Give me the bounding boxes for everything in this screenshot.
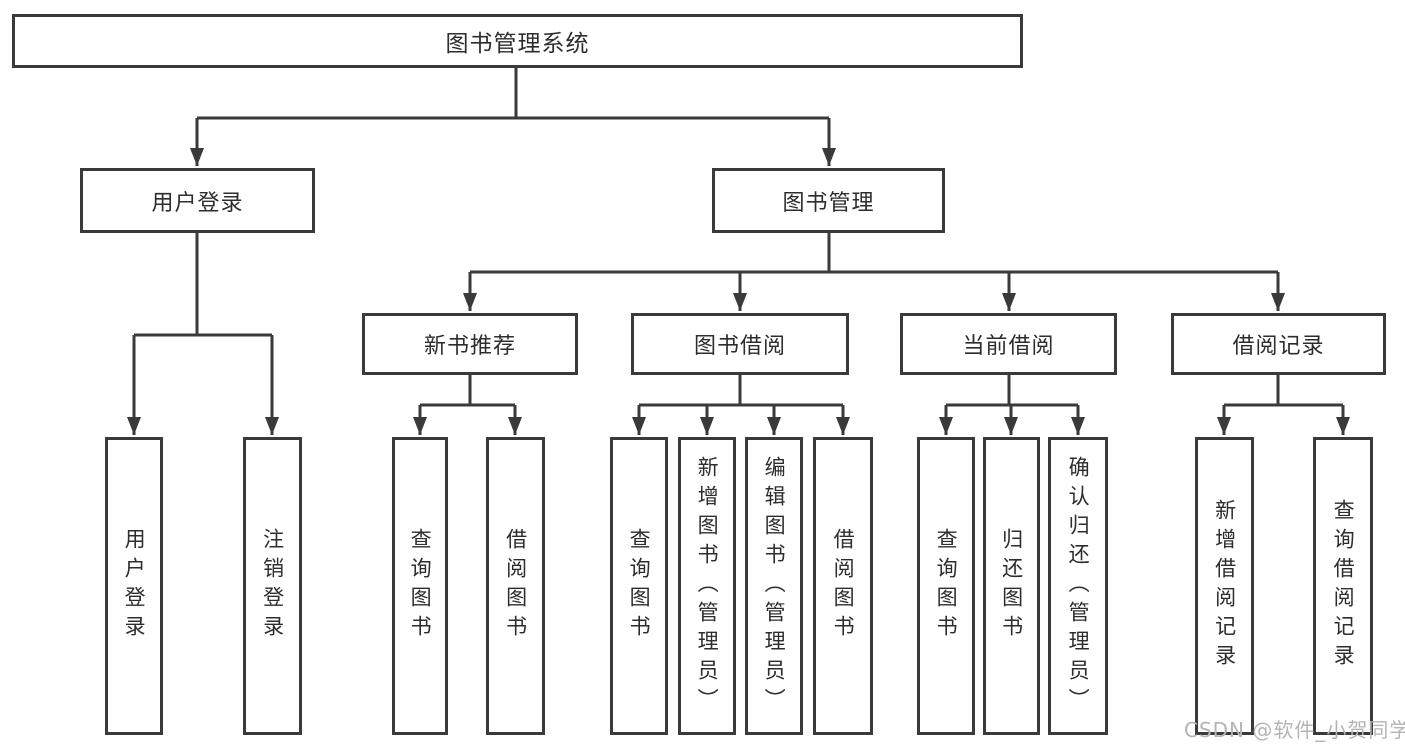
leaf-query-books-recommend: 查询图书	[392, 437, 448, 735]
node-user-login: 用户登录	[80, 168, 315, 233]
leaf-borrow-books-recommend-label: 借阅图书	[503, 528, 528, 644]
leaf-logout-label: 注销登录	[260, 528, 285, 644]
leaf-edit-book-admin-label: 编辑图书（管理员）	[762, 455, 787, 717]
leaf-query-borrow-record: 查询借阅记录	[1313, 437, 1373, 735]
leaf-confirm-return-admin-label: 确认归还（管理员）	[1066, 455, 1091, 717]
leaf-user-login-label: 用户登录	[122, 528, 147, 644]
node-current-borrowing-label: 当前借阅	[962, 334, 1055, 359]
leaf-query-borrow-record-label: 查询借阅记录	[1331, 499, 1356, 673]
node-new-book-recommend: 新书推荐	[362, 313, 578, 375]
leaf-borrow-books-borrowing: 借阅图书	[813, 437, 873, 735]
node-book-borrowing: 图书借阅	[631, 313, 849, 375]
node-book-management: 图书管理	[712, 168, 945, 233]
leaf-borrow-books-recommend: 借阅图书	[486, 437, 545, 735]
node-borrow-records-label: 借阅记录	[1232, 334, 1325, 359]
node-book-borrowing-label: 图书借阅	[693, 334, 786, 359]
node-user-login-label: 用户登录	[151, 190, 244, 216]
leaf-borrow-books-borrowing-label: 借阅图书	[831, 528, 856, 644]
node-new-book-recommend-label: 新书推荐	[423, 334, 516, 359]
watermark: CSDN @软件_小贺同学	[1184, 718, 1405, 742]
leaf-add-borrow-record-label: 新增借阅记录	[1212, 499, 1237, 673]
leaf-add-borrow-record: 新增借阅记录	[1195, 437, 1254, 735]
leaf-query-books-recommend-label: 查询图书	[408, 528, 433, 644]
connector-arrows	[127, 118, 1350, 435]
leaf-edit-book-admin: 编辑图书（管理员）	[745, 437, 803, 735]
connector-trunks	[134, 68, 1343, 407]
leaf-user-login: 用户登录	[105, 437, 163, 735]
leaf-return-book-label: 归还图书	[999, 528, 1024, 644]
node-current-borrowing: 当前借阅	[900, 313, 1117, 375]
node-borrow-records: 借阅记录	[1171, 313, 1386, 375]
leaf-query-books-current-label: 查询图书	[934, 528, 959, 644]
leaf-return-book: 归还图书	[983, 437, 1040, 735]
node-book-management-label: 图书管理	[782, 190, 875, 216]
leaf-add-book-admin-label: 新增图书（管理员）	[695, 455, 720, 717]
leaf-add-book-admin: 新增图书（管理员）	[678, 437, 736, 735]
leaf-logout: 注销登录	[243, 437, 302, 735]
leaf-query-books-current: 查询图书	[917, 437, 975, 735]
leaf-confirm-return-admin: 确认归还（管理员）	[1048, 437, 1108, 735]
leaf-query-books-borrowing-label: 查询图书	[627, 528, 652, 644]
leaf-query-books-borrowing: 查询图书	[610, 437, 668, 735]
node-library-system: 图书管理系统	[12, 14, 1023, 68]
node-library-system-label: 图书管理系统	[445, 31, 590, 57]
